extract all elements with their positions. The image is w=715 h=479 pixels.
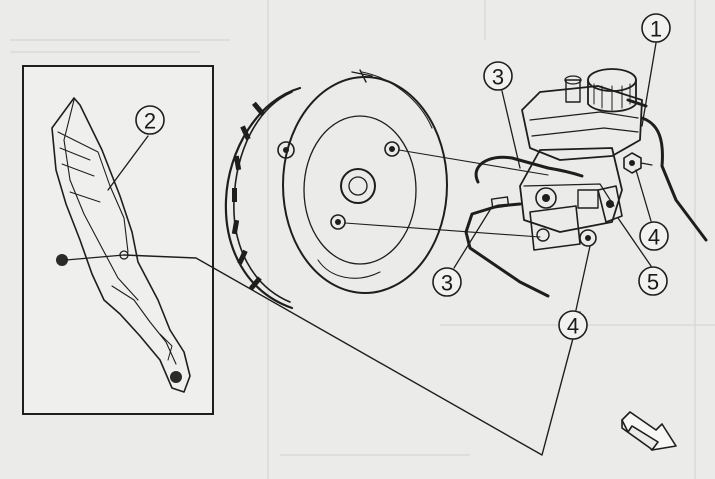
- callout-5-label: 5: [647, 270, 659, 295]
- master-cylinder: [519, 68, 643, 251]
- callout-4-lower: 4: [558, 310, 588, 340]
- callout-2-label: 2: [144, 109, 156, 134]
- splash-shield: [51, 97, 191, 393]
- mounting-nut-upper: [623, 152, 653, 174]
- front-direction-arrow-icon: [621, 411, 677, 451]
- inset-panel: [22, 65, 214, 415]
- callout-leaders: [107, 42, 657, 311]
- inset-leader-lines: [123, 254, 581, 456]
- clip-fastener: [56, 254, 125, 266]
- callout-2: 2: [135, 105, 165, 135]
- callout-4-right-label: 4: [648, 225, 660, 250]
- callout-4-lower-label: 4: [567, 314, 579, 339]
- callout-1-label: 1: [650, 17, 662, 42]
- callout-3-upper: 3: [483, 61, 513, 91]
- callout-5: 5: [638, 266, 668, 296]
- callout-4-right: 4: [639, 221, 669, 251]
- callout-3-upper-label: 3: [492, 65, 504, 90]
- callout-3-lower: 3: [432, 267, 462, 297]
- brake-booster: [224, 69, 549, 310]
- callout-3-lower-label: 3: [441, 271, 453, 296]
- callout-1: 1: [641, 13, 671, 43]
- booster-rim-teeth: [231, 101, 265, 291]
- booster-studs: [277, 141, 400, 230]
- brake-lines: [464, 98, 708, 298]
